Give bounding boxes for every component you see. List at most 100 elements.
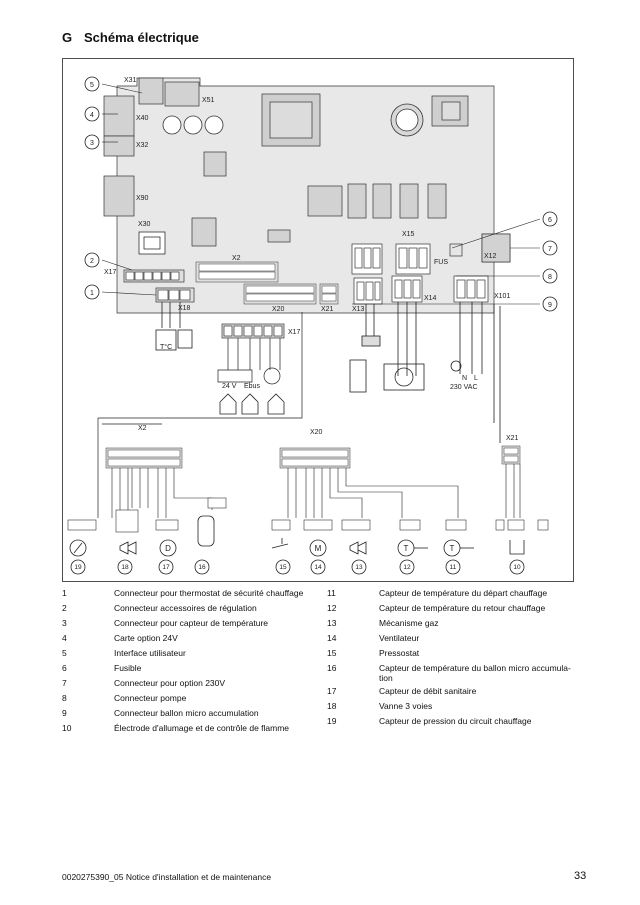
x17-lower [221, 323, 285, 339]
label-l: L [474, 375, 478, 382]
label-x17a: X17 [104, 269, 117, 276]
legend-num: 11 [327, 588, 336, 598]
callout-4: 4 [90, 112, 94, 119]
callout-17: 17 [162, 564, 170, 571]
footer-document: 0020275390_05 Notice d'installation et d… [62, 872, 272, 882]
section-title: Schéma électrique [84, 30, 199, 45]
label-x17b: X17 [288, 329, 301, 336]
flow-symbol: D [165, 544, 171, 553]
t-symbol-12: T [404, 544, 409, 553]
callout-14: 14 [314, 564, 322, 571]
legend-num: 1 [62, 588, 67, 598]
label-fus: FUS [434, 259, 448, 266]
bottom-plugs [67, 497, 549, 533]
callout-9: 9 [548, 302, 552, 309]
legend-text: Connecteur pour capteur de température [114, 618, 269, 628]
label-x21a: X21 [321, 306, 334, 313]
label-x40: X40 [136, 115, 149, 122]
x21-lower-block [501, 445, 521, 465]
diagram-frame [62, 58, 574, 582]
legend-text: Pressostat [379, 648, 420, 658]
top-callouts [84, 76, 558, 312]
label-n: N [462, 375, 467, 382]
x2-board-connector [195, 261, 279, 283]
legend-num: 16 [327, 663, 337, 673]
label-x31: X31 [124, 77, 137, 84]
callout-18: 18 [121, 564, 129, 571]
legend-num: 6 [62, 663, 67, 673]
legend-text: Capteur de température du retour chauffa… [379, 603, 546, 613]
legend-text: Capteur de température du départ chauffa… [379, 588, 548, 598]
legend-text: Capteur de température du ballon micro a… [379, 663, 571, 683]
label-x18: X18 [178, 305, 191, 312]
legend-num: 3 [62, 618, 67, 628]
label-t-unit: T°C [160, 343, 172, 351]
label-230vac: 230 VAC [450, 384, 478, 391]
legend-text: Mécanisme gaz [379, 618, 439, 628]
x17-wires [217, 338, 281, 385]
legend-num: 10 [62, 723, 72, 733]
legend-text: Fusible [114, 663, 142, 673]
legend-text: Capteur de pression du circuit chauffage [379, 716, 532, 726]
callout-19: 19 [74, 564, 82, 571]
callout-11: 11 [450, 564, 457, 571]
legend-num: 8 [62, 693, 67, 703]
label-x2b: X2 [138, 425, 147, 432]
legend-text: Ventilateur [379, 633, 420, 643]
label-x2a: X2 [232, 255, 241, 262]
x30-jack [138, 231, 166, 255]
pump-area [349, 302, 501, 443]
footer-page-number: 33 [574, 870, 587, 882]
legend-num: 13 [327, 618, 337, 628]
callout-5: 5 [90, 82, 94, 89]
callout-2: 2 [90, 258, 94, 265]
callout-6: 6 [548, 217, 552, 224]
callout-lines [101, 83, 541, 305]
legend-text: Connecteur ballon micro accumulation [114, 708, 259, 718]
callout-1: 1 [90, 290, 94, 297]
legend-text: Connecteur pour option 230V [114, 678, 226, 688]
legend-text: Interface utilisateur [114, 648, 186, 658]
legend-text: Connecteur pour thermostat de sécurité c… [114, 588, 304, 598]
label-x15: X15 [402, 231, 415, 238]
label-x14: X14 [424, 295, 437, 302]
t-symbol-11: T [450, 544, 455, 553]
callout-13: 13 [355, 564, 363, 571]
legend-num: 18 [327, 701, 337, 711]
legend-num: 7 [62, 678, 67, 688]
legend-text: Capteur de débit sanitaire [379, 686, 477, 696]
bus-wires [97, 312, 303, 518]
legend-num: 17 [327, 686, 337, 696]
x18-connector [155, 287, 195, 303]
callout-7: 7 [548, 246, 552, 253]
label-x21b: X21 [506, 435, 519, 442]
callout-16: 16 [198, 564, 206, 571]
legend-text: Électrode d'allumage et de contrôle de f… [114, 723, 290, 733]
legend-text: Connecteur accessoires de régulation [114, 603, 257, 613]
fan-symbol: M [315, 544, 322, 553]
wiring-diagram: X31 X51 X40 X32 X90 X30 X17 X18 X2 X20 X… [62, 58, 574, 582]
board-components [103, 77, 511, 263]
section-letter: G [62, 30, 73, 45]
label-x20a: X20 [272, 306, 285, 313]
legend-num: 9 [62, 708, 67, 718]
capacitors [162, 103, 424, 137]
legend-num: 12 [327, 603, 337, 613]
callout-8: 8 [548, 274, 552, 281]
callout-12: 12 [403, 564, 411, 571]
legend-text: Carte option 24V [114, 633, 178, 643]
legend-num: 14 [327, 633, 337, 643]
legend-num: 15 [327, 648, 337, 658]
label-x20b: X20 [310, 429, 323, 436]
sensor-wires [111, 464, 521, 518]
legend-num: 5 [62, 648, 67, 658]
label-x12: X12 [484, 253, 497, 260]
label-x32: X32 [136, 142, 149, 149]
section-heading: G Schéma électrique [62, 30, 199, 45]
label-x30: X30 [138, 221, 151, 228]
callout-3: 3 [90, 140, 94, 147]
bottom-callouts [70, 559, 525, 575]
legend-num: 4 [62, 633, 67, 643]
x17-connector [123, 269, 185, 283]
x20-lower-block [279, 447, 351, 469]
